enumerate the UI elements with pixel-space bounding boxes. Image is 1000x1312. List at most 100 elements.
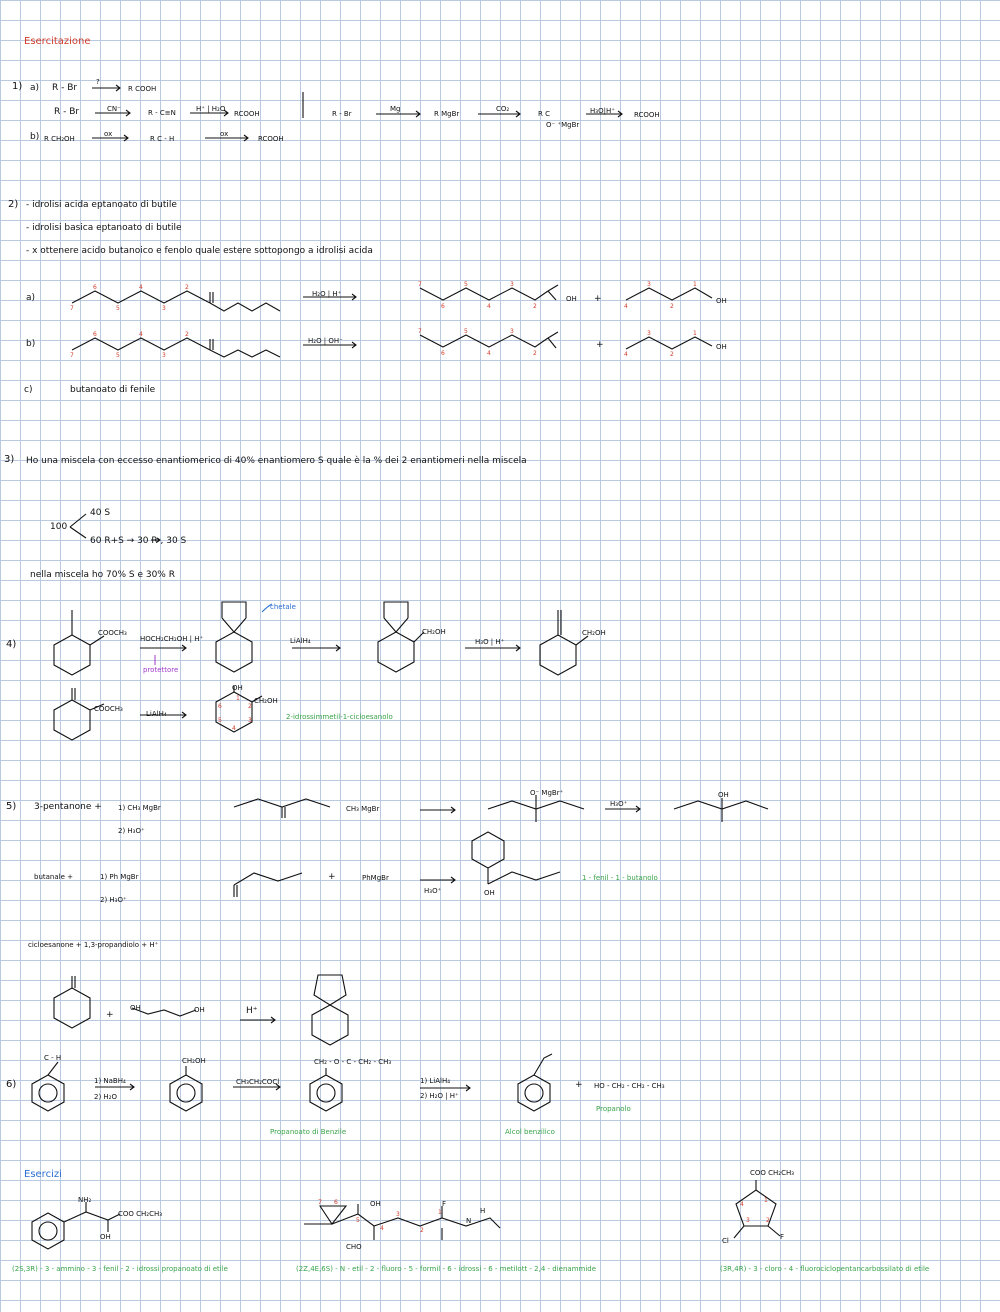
esercizi-title: Esercizi — [24, 1169, 62, 1180]
q4-ch2oh: CH₂OH — [422, 628, 446, 636]
q5-line1-reag1: 1) CH₃ MgBr — [118, 804, 161, 812]
q2-a-plus: + — [594, 294, 602, 304]
q2-number: 2) — [8, 199, 19, 210]
q1-route2-mid2-sub: O⁻ ⁺MgBr — [546, 121, 580, 129]
q5-structures — [54, 795, 768, 1045]
q6-reag1: 1) NaBH₄ — [94, 1077, 126, 1085]
svg-text:5: 5 — [356, 1217, 360, 1224]
svg-text:3: 3 — [248, 717, 252, 724]
svg-text:2: 2 — [248, 703, 252, 710]
q5-diol-oh2: OH — [194, 1006, 205, 1014]
svg-text:5: 5 — [464, 281, 468, 288]
q2-ester-a — [72, 285, 712, 311]
svg-text:4: 4 — [380, 1225, 384, 1232]
svg-text:2: 2 — [185, 331, 189, 338]
q5-line2-start: butanale + — [34, 873, 73, 881]
q6-aldehyde: C - H — [44, 1054, 62, 1062]
q2-b-reagent: H₂O | OH⁻ — [308, 337, 343, 345]
q1-b-reagent: ox — [104, 130, 113, 138]
q3-branch1: 40 S — [90, 508, 111, 518]
q5-line2-reag1: 1) Ph MgBr — [100, 873, 139, 881]
q1-question-mark: ? — [96, 78, 100, 86]
e3-ester: COO CH₂CH₃ — [750, 1169, 795, 1177]
q1-route1-start: R - Br — [54, 107, 80, 117]
q2-line3: - x ottenere acido butanoico e fenolo qu… — [26, 246, 373, 256]
q4-ester-sub-b: COOCH₃ — [94, 705, 123, 713]
q6-ester: CH₂ - O - C - CH₂ - CH₃ — [314, 1058, 392, 1066]
q4-number: 4) — [6, 639, 17, 650]
q1-route2-reagent: Mg — [390, 105, 401, 113]
q3-question: Ho una miscela con eccesso enantiomerico… — [26, 456, 527, 466]
svg-text:4: 4 — [139, 331, 143, 338]
svg-text:7: 7 — [70, 305, 74, 312]
q5-hplus: H⁺ — [246, 1006, 258, 1016]
svg-text:3: 3 — [510, 281, 514, 288]
e2-cho: CHO — [346, 1243, 362, 1251]
q2-a-reagent: H₂O | H⁺ — [312, 290, 342, 298]
svg-text:3: 3 — [647, 330, 651, 337]
svg-text:4: 4 — [487, 303, 491, 310]
q3-total: 100 — [50, 522, 68, 532]
e1-nh2: NH₂ — [78, 1196, 92, 1204]
svg-text:7: 7 — [418, 328, 422, 335]
q1-route1-mid: R - C≡N — [148, 109, 176, 117]
q5-oh-2: OH — [484, 889, 495, 897]
e1-ester: COO CH₂CH₃ — [118, 1210, 163, 1218]
q2-ester-b — [72, 332, 712, 357]
q2-a-oh2: OH — [716, 297, 727, 305]
svg-text:1: 1 — [693, 330, 697, 337]
q6-ester-name: Propanoato di Benzile — [270, 1128, 347, 1136]
q3-branch2: 60 R+S → 30 R , 30 S — [90, 536, 187, 546]
svg-text:4: 4 — [139, 284, 143, 291]
svg-text:1: 1 — [438, 1209, 442, 1216]
q4-reagent3: H₃O | H⁺ — [475, 638, 505, 646]
q5-alkoxide: O⁻ MgBr⁺ — [530, 789, 564, 797]
q1-route1-reagent2: H⁺ | H₂O — [196, 105, 226, 113]
q4-chetale: chetale — [270, 603, 296, 611]
q5-number: 5) — [6, 801, 17, 812]
q1-a-label: a) — [30, 83, 40, 93]
q2-c-answer: butanoato di fenile — [70, 385, 156, 395]
q6-reag3b: 2) H₂O | H⁺ — [420, 1092, 459, 1100]
q4-oh: OH — [232, 684, 243, 692]
q1-route2-reagent3: H₃O|H⁺ — [590, 107, 615, 115]
q2-b-oh: OH — [716, 343, 727, 351]
q5-h3o: H₃O⁺ — [610, 800, 628, 808]
svg-text:2: 2 — [533, 303, 537, 310]
q1-route1-end: RCOOH — [234, 110, 260, 118]
e3-cl: Cl — [722, 1237, 729, 1245]
svg-text:2: 2 — [766, 1217, 770, 1224]
q5-product-name: 1 - fenil - 1 - butanolo — [582, 874, 658, 882]
e1-name: (2S,3R) - 3 - ammino - 3 - fenil - 2 - i… — [12, 1265, 228, 1273]
q2-a-oh1: OH — [566, 295, 577, 303]
q5-h3o-2: H₃O⁺ — [424, 887, 442, 895]
q5-line1-start: 3-pentanone + — [34, 802, 102, 812]
q2-b-plus: + — [596, 340, 604, 350]
q1-route2-mid2: R C — [538, 110, 550, 118]
q1-number: 1) — [12, 81, 23, 92]
q3-answer: nella miscela ho 70% S e 30% R — [30, 570, 175, 580]
q1-b-reagent2: ox — [220, 130, 229, 138]
e2-h: H — [480, 1207, 486, 1215]
svg-text:3: 3 — [746, 1217, 750, 1224]
q5-diol-oh1: OH — [130, 1004, 141, 1012]
svg-text:7: 7 — [70, 352, 74, 359]
svg-text:4: 4 — [624, 303, 628, 310]
q2-line1: - idrolisi acida eptanoato di butile — [26, 200, 177, 210]
q1-b-start: R CH₂OH — [44, 135, 75, 143]
q1-b-mid: R C - H — [150, 135, 175, 143]
q6-ch2oh: CH₂OH — [182, 1057, 206, 1065]
svg-text:4: 4 — [624, 351, 628, 358]
svg-text:3: 3 — [510, 328, 514, 335]
q1-route1-reagent: CN⁻ — [107, 105, 121, 113]
page-title: Esercitazione — [24, 36, 91, 47]
q2-a-label: a) — [26, 293, 36, 303]
svg-text:2: 2 — [420, 1227, 424, 1234]
svg-text:3: 3 — [396, 1211, 400, 1218]
q2-c-label: c) — [24, 385, 33, 395]
q5-line3: cicloesanone + 1,3-propandiolo + H⁺ — [28, 941, 159, 949]
e2-n: N — [466, 1217, 472, 1225]
q5-plus: + — [328, 872, 336, 882]
svg-text:4: 4 — [232, 725, 236, 732]
e2-f: F — [442, 1200, 447, 1208]
